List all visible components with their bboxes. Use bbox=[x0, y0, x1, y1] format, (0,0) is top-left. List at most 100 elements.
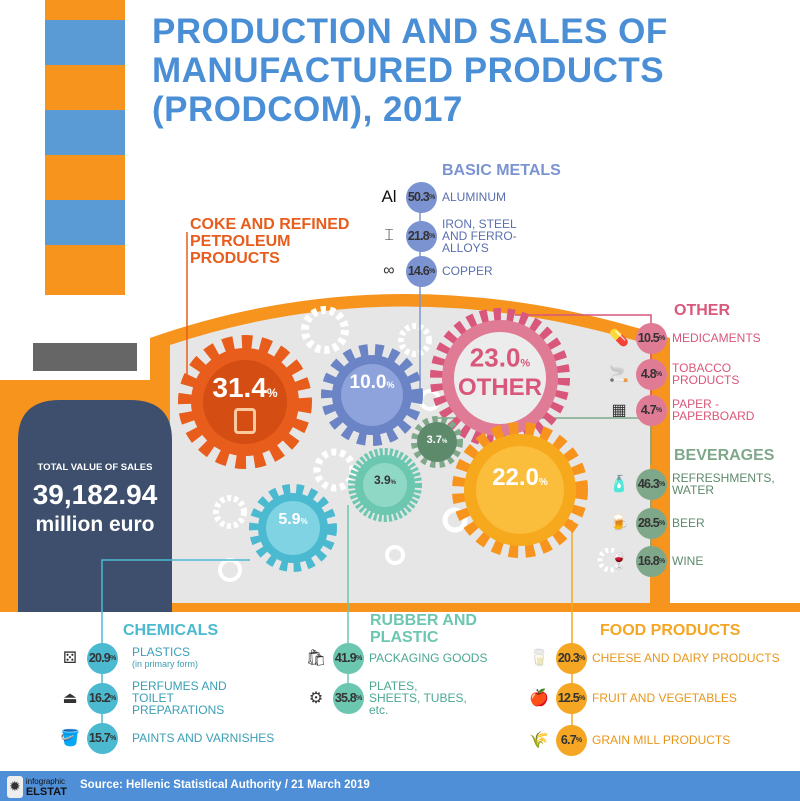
item-text: 20.9 bbox=[88, 651, 111, 665]
title-line: (PRODCOM), 2017 bbox=[152, 90, 463, 129]
item-text: 20.3 bbox=[557, 651, 580, 665]
factory-illustration bbox=[0, 0, 800, 740]
item-text: 6.7 bbox=[560, 733, 577, 747]
section-title-metals: BASIC METALS bbox=[442, 162, 561, 179]
item-text: % bbox=[355, 694, 363, 702]
gear-beverages bbox=[411, 416, 463, 468]
list-item: ⚄ 20.9% PLASTICS(in primary form) bbox=[59, 642, 198, 674]
gear-value-rubber: 3.9% bbox=[373, 473, 397, 487]
list-item: 🪣15.7%PAINTS AND VARNISHES bbox=[59, 722, 274, 754]
item-label: PAPER - PAPERBOARD bbox=[672, 397, 755, 423]
item-label: WINE bbox=[672, 554, 704, 568]
grain-sack-icon: 🌾 bbox=[529, 732, 549, 749]
item-label: PLATES, SHEETS, TUBES, etc. bbox=[369, 679, 467, 717]
tubes-icon: ⚙ bbox=[308, 690, 324, 707]
section-title-coke: COKE AND REFINED PETROLEUM PRODUCTS bbox=[190, 216, 350, 267]
gear-metals bbox=[321, 344, 423, 446]
item-label: BEER bbox=[672, 516, 705, 530]
item-text: 16.8 bbox=[637, 554, 660, 568]
list-item: Al 50.3% ALUMINUM bbox=[378, 181, 506, 213]
percentage-badge: 14.6% bbox=[406, 255, 437, 287]
item-text: 46.3 bbox=[637, 477, 660, 491]
item-text: % bbox=[428, 193, 436, 201]
list-item: 🛍 41.9% PACKAGING GOODS bbox=[305, 642, 487, 674]
copper-icon: ∞ bbox=[383, 262, 395, 279]
gear-coke bbox=[178, 335, 312, 469]
list-item: ⚙ 35.8%PLATES, SHEETS, TUBES, etc. bbox=[305, 679, 469, 717]
item-text: % bbox=[655, 370, 663, 378]
gear-value-chemicals: 5.9% bbox=[278, 511, 308, 528]
item-text: 41.9 bbox=[334, 651, 357, 665]
percentage-badge: 10.5% bbox=[636, 322, 667, 354]
percentage-badge: 35.8% bbox=[333, 682, 364, 714]
total-value: 39,182.94 bbox=[32, 479, 158, 510]
bag-icon: 🛍 bbox=[305, 650, 327, 667]
percentage-badge: 50.3% bbox=[406, 181, 437, 213]
dairy-icon: 🥛 bbox=[529, 650, 549, 667]
item-text: % bbox=[109, 654, 117, 662]
percentage-badge: 16.8% bbox=[636, 545, 667, 577]
total-unit: million euro bbox=[35, 513, 155, 536]
gear-label-other: OTHER bbox=[458, 374, 542, 401]
list-item: ∞14.6%COPPER bbox=[378, 255, 493, 287]
footer: ✹ infographic ELSTAT Source: Hellenic St… bbox=[0, 771, 800, 801]
title-line: MANUFACTURED PRODUCTS bbox=[152, 51, 665, 90]
list-item: 🌾 6.7% GRAIN MILL PRODUCTS bbox=[528, 724, 730, 756]
item-text: % bbox=[578, 654, 586, 662]
item-text: 4.8 bbox=[640, 367, 657, 381]
item-label: IRON, STEEL AND FERRO-ALLOYS bbox=[442, 217, 517, 255]
percentage-badge: 28.5% bbox=[636, 507, 667, 539]
item-text: 16.2 bbox=[88, 691, 111, 705]
gear-rubber bbox=[348, 448, 422, 522]
percentage-badge: 46.3% bbox=[636, 468, 667, 500]
oil-barrel-icon bbox=[234, 408, 256, 434]
gear-food bbox=[452, 422, 588, 558]
item-text: 14.6 bbox=[407, 264, 430, 278]
item-label: ALUMINUM bbox=[442, 190, 507, 204]
fruit-icon: 🍎 bbox=[529, 690, 549, 707]
sun-logo-icon: ✹ bbox=[7, 775, 23, 798]
percentage-badge: 20.9% bbox=[87, 642, 118, 674]
anvil-icon: ⌶ bbox=[384, 227, 394, 244]
percentage-badge: 16.2% bbox=[87, 682, 118, 714]
paint-bucket-icon: 🪣 bbox=[60, 730, 80, 747]
percentage-badge: 21.8% bbox=[406, 220, 437, 252]
tobacco-icon: 🚬 bbox=[609, 366, 629, 383]
item-text: PLASTICS bbox=[132, 645, 191, 659]
item-label: PERFUMES AND TOILET PREPARATIONS bbox=[132, 679, 227, 717]
paper-icon: ▦ bbox=[611, 402, 627, 419]
item-text: 12.5 bbox=[557, 691, 580, 705]
elstat-logo: ✹ infographic ELSTAT bbox=[7, 774, 67, 799]
item-text: 4.7 bbox=[640, 403, 657, 417]
gear-value-beverages: 3.7% bbox=[426, 434, 448, 446]
item-label: FRUIT AND VEGETABLES bbox=[592, 691, 737, 705]
wine-icon: 🍷 bbox=[609, 553, 629, 570]
item-text: % bbox=[658, 480, 666, 488]
perfume-icon: ⏏ bbox=[62, 690, 78, 707]
list-item: 🥛 20.3% CHEESE AND DAIRY PRODUCTS bbox=[528, 642, 780, 674]
item-text: % bbox=[428, 232, 436, 240]
item-text: 28.5 bbox=[637, 516, 660, 530]
gear-value-metals: 10.0% bbox=[349, 372, 395, 393]
percentage-badge: 41.9% bbox=[333, 642, 364, 674]
percentage-badge: 6.7% bbox=[556, 724, 587, 756]
item-label: REFRESHMENTS, WATER bbox=[672, 471, 775, 497]
list-item: 🍺28.5%BEER bbox=[608, 507, 705, 539]
item-label: PACKAGING GOODS bbox=[369, 651, 488, 665]
section-title-food: FOOD PRODUCTS bbox=[600, 622, 741, 639]
aluminum-icon: Al bbox=[381, 187, 397, 206]
plastic-pellet-icon: ⚄ bbox=[63, 650, 77, 667]
item-text: % bbox=[109, 734, 117, 742]
section-title-beverages: BEVERAGES bbox=[674, 447, 775, 464]
item-label: MEDICAMENTS bbox=[672, 331, 761, 345]
item-label: GRAIN MILL PRODUCTS bbox=[592, 733, 731, 747]
item-label: CHEESE AND DAIRY PRODUCTS bbox=[592, 651, 780, 665]
item-text: % bbox=[658, 557, 666, 565]
item-text: 21.8 bbox=[407, 229, 430, 243]
item-text: 15.7 bbox=[88, 731, 111, 745]
item-text: 50.3 bbox=[407, 190, 430, 204]
page-title: PRODUCTION AND SALES OF MANUFACTURED PRO… bbox=[152, 12, 668, 129]
item-text: (in primary form) bbox=[132, 659, 199, 669]
gear-value-other: 23.0% bbox=[469, 342, 531, 373]
list-item: ▦4.7%PAPER - PAPERBOARD bbox=[608, 394, 800, 426]
